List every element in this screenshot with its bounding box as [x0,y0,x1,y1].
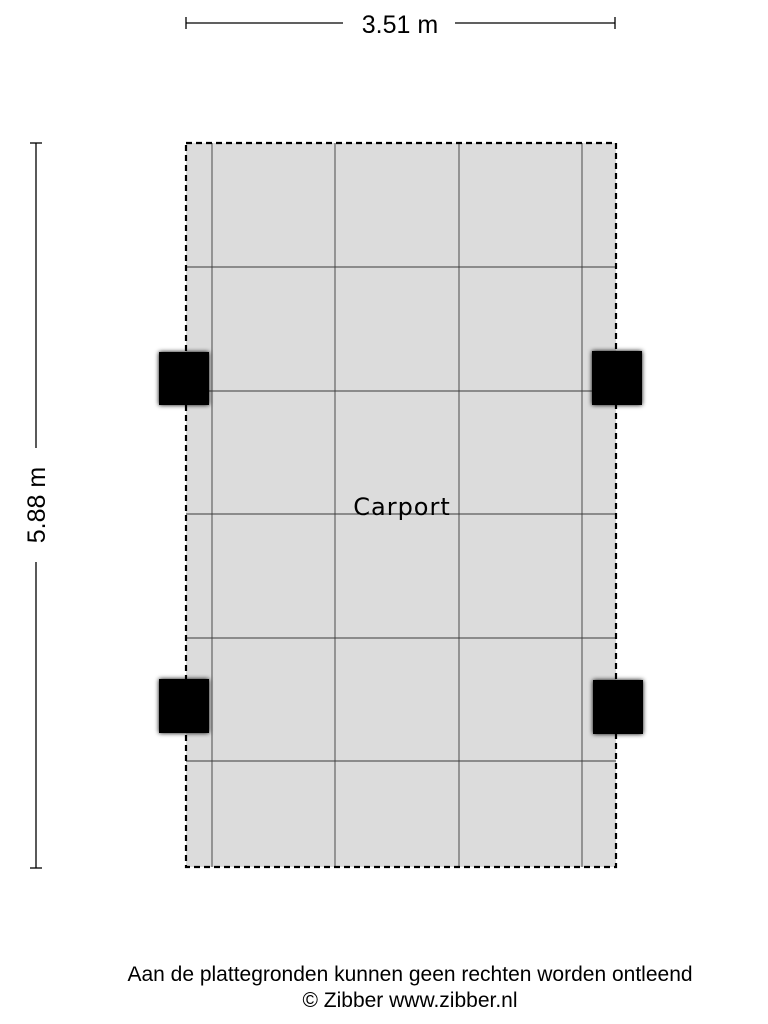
floor-tile-grid [186,143,616,867]
depth-dimension: 5.88 m [23,142,51,869]
carport-floor [186,143,616,867]
post-top-left [159,352,209,405]
disclaimer-text: Aan de plattegronden kunnen geen rechten… [127,963,693,986]
post-top-right [592,351,642,405]
support-posts [159,351,643,734]
copyright-text: © Zibber www.zibber.nl [302,989,518,1012]
width-dimension: 3.51 m [185,11,616,39]
carport-room: Carport [184,141,618,869]
carport-outline [184,141,618,869]
depth-dimension-label: 5.88 m [23,467,51,543]
post-bottom-right [593,680,643,734]
room-label: Carport [353,493,451,521]
width-dimension-label: 3.51 m [362,11,438,39]
post-bottom-left [159,679,209,733]
